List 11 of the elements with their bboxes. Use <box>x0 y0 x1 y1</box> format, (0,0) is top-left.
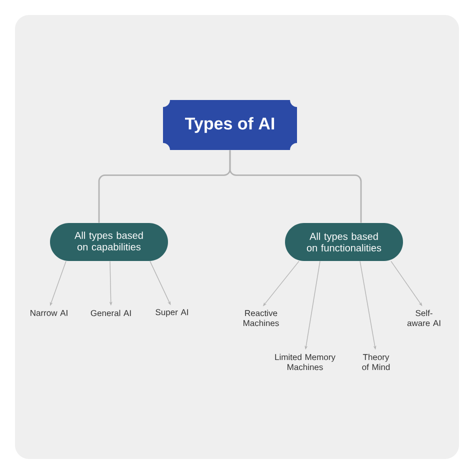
leaf-label: Limited Memory Machines <box>275 354 336 370</box>
leaf-label: Super AI <box>156 309 188 317</box>
title-box: Types of AI <box>163 100 297 150</box>
leaf-label: Self-aware AI <box>407 310 440 326</box>
category-pill: All types based on functionalities <box>285 223 403 261</box>
category-pill: All types based on capabilities <box>50 223 168 261</box>
leaf-label: Narrow AI <box>30 310 68 316</box>
leaf-label: Theory of Mind <box>362 354 390 370</box>
leaf-label: General AI <box>90 310 131 316</box>
leaf-label: Reactive Machines <box>244 310 279 326</box>
connector-line <box>229 150 362 223</box>
